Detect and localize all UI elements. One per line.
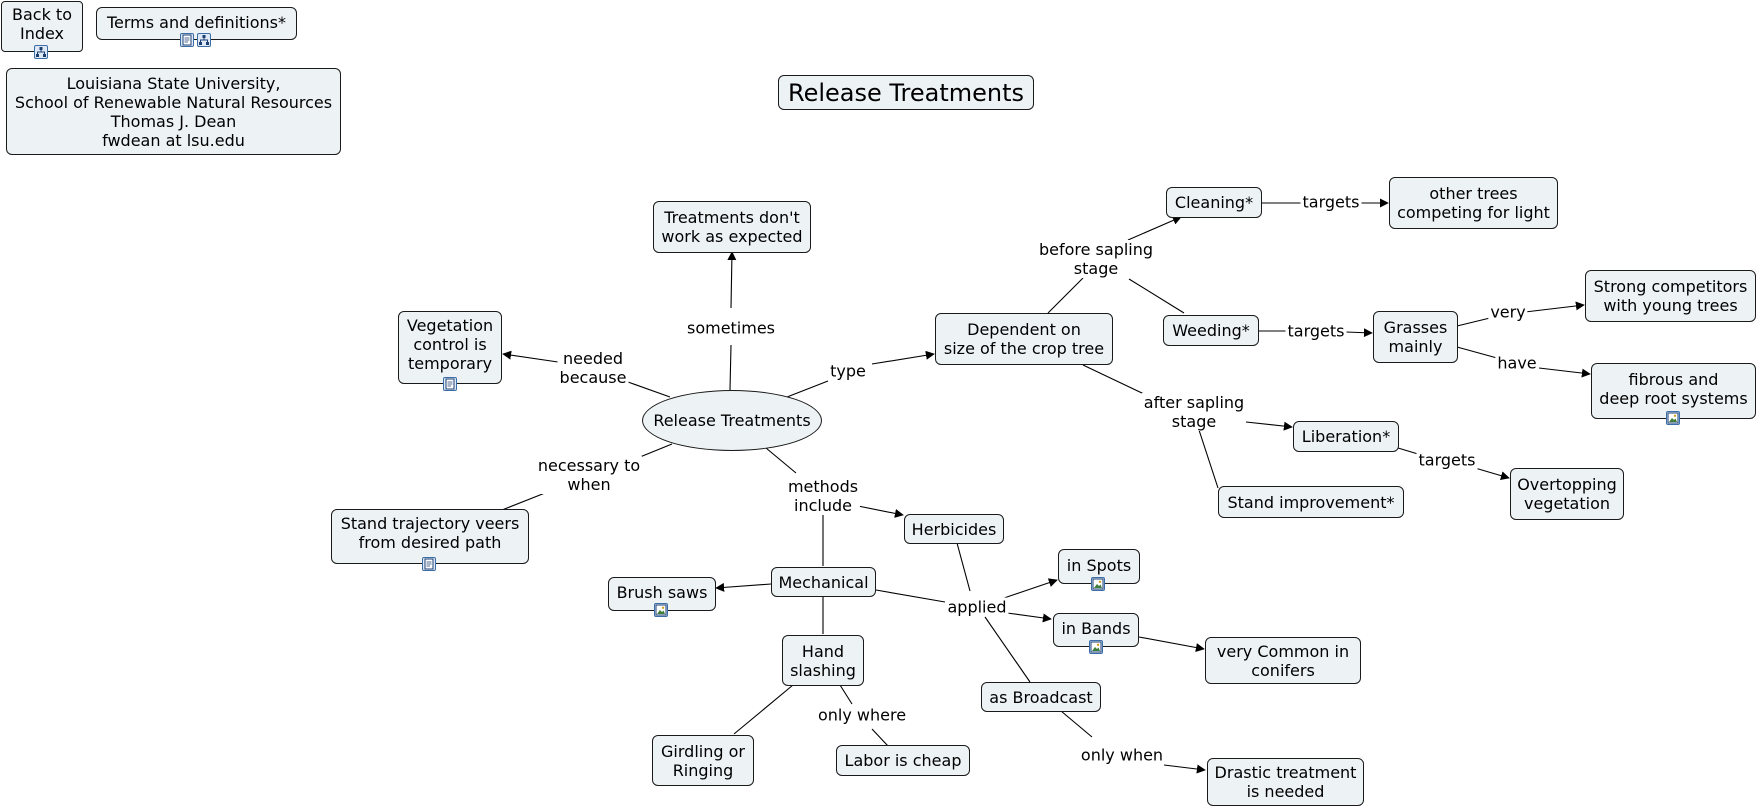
document-icon[interactable] — [422, 557, 436, 571]
link-label-only-where: only where — [815, 705, 909, 725]
credits-box: Louisiana State University, School of Re… — [6, 68, 341, 155]
cmap-link-icon[interactable] — [34, 45, 48, 59]
concept-drastic-treatment[interactable]: Drastic treatment is needed — [1207, 758, 1364, 806]
concept-labor-is-cheap[interactable]: Labor is cheap — [836, 745, 970, 776]
concept-as-broadcast[interactable]: as Broadcast — [981, 682, 1101, 712]
document-icon[interactable] — [180, 33, 194, 47]
terms-and-definitions-button[interactable]: Terms and definitions* — [96, 7, 297, 40]
concept-mechanical[interactable]: Mechanical — [771, 567, 876, 597]
concept-stand-improvement[interactable]: Stand improvement* — [1218, 486, 1404, 518]
image-icon[interactable] — [1666, 411, 1680, 425]
concept-brush-saws[interactable]: Brush saws — [608, 577, 716, 611]
concept-strong-competitors[interactable]: Strong competitors with young trees — [1585, 270, 1756, 322]
link-label-have: have — [1495, 353, 1539, 373]
concept-other-trees-competing[interactable]: other trees competing for light — [1389, 177, 1558, 229]
image-icon[interactable] — [654, 603, 668, 617]
image-icon[interactable] — [1089, 640, 1103, 654]
concept-hand-slashing[interactable]: Hand slashing — [782, 635, 864, 686]
link-label-applied: applied — [945, 597, 1009, 617]
link-label-needed-because: needed because — [557, 349, 629, 387]
link-label-only-when: only when — [1078, 745, 1166, 765]
page-title: Release Treatments — [778, 75, 1034, 110]
link-label-targets-liberation: targets — [1416, 450, 1478, 470]
concept-fibrous-roots[interactable]: fibrous and deep root systems — [1591, 363, 1756, 419]
image-icon[interactable] — [1091, 577, 1105, 591]
link-label-very: very — [1488, 302, 1528, 322]
cmap-link-icon[interactable] — [197, 33, 211, 47]
concept-herbicides[interactable]: Herbicides — [904, 514, 1004, 544]
concept-very-common-in-conifers[interactable]: very Common in conifers — [1205, 637, 1361, 684]
link-label-sometimes: sometimes — [684, 318, 778, 338]
link-label-necessary-to-when: necessary to when — [535, 456, 643, 494]
concept-cleaning[interactable]: Cleaning* — [1166, 187, 1262, 218]
concept-release-treatments[interactable]: Release Treatments — [642, 390, 822, 451]
concept-liberation[interactable]: Liberation* — [1293, 421, 1399, 452]
link-label-type: type — [828, 361, 868, 381]
concept-overtopping-vegetation[interactable]: Overtopping vegetation — [1510, 468, 1624, 520]
concept-girdling-or-ringing[interactable]: Girdling or Ringing — [652, 735, 754, 786]
link-label-before-sapling-stage: before sapling stage — [1036, 240, 1156, 278]
concept-stand-trajectory[interactable]: Stand trajectory veers from desired path — [331, 509, 529, 564]
concept-grasses-mainly[interactable]: Grasses mainly — [1373, 311, 1458, 363]
concept-vegetation-control-temporary[interactable]: Vegetation control is temporary — [398, 311, 502, 384]
link-label-methods-include: methods include — [785, 477, 861, 515]
link-label-targets-weeding: targets — [1285, 321, 1347, 341]
link-label-after-sapling-stage: after sapling stage — [1141, 393, 1247, 431]
link-label-targets-cleaning: targets — [1300, 192, 1362, 212]
concept-treatments-dont-work[interactable]: Treatments don't work as expected — [653, 201, 811, 253]
concept-weeding[interactable]: Weeding* — [1163, 315, 1259, 346]
concept-dependent-on-size[interactable]: Dependent on size of the crop tree — [935, 313, 1113, 365]
back-to-index-button[interactable]: Back to Index — [1, 1, 83, 52]
document-icon[interactable] — [443, 377, 457, 391]
